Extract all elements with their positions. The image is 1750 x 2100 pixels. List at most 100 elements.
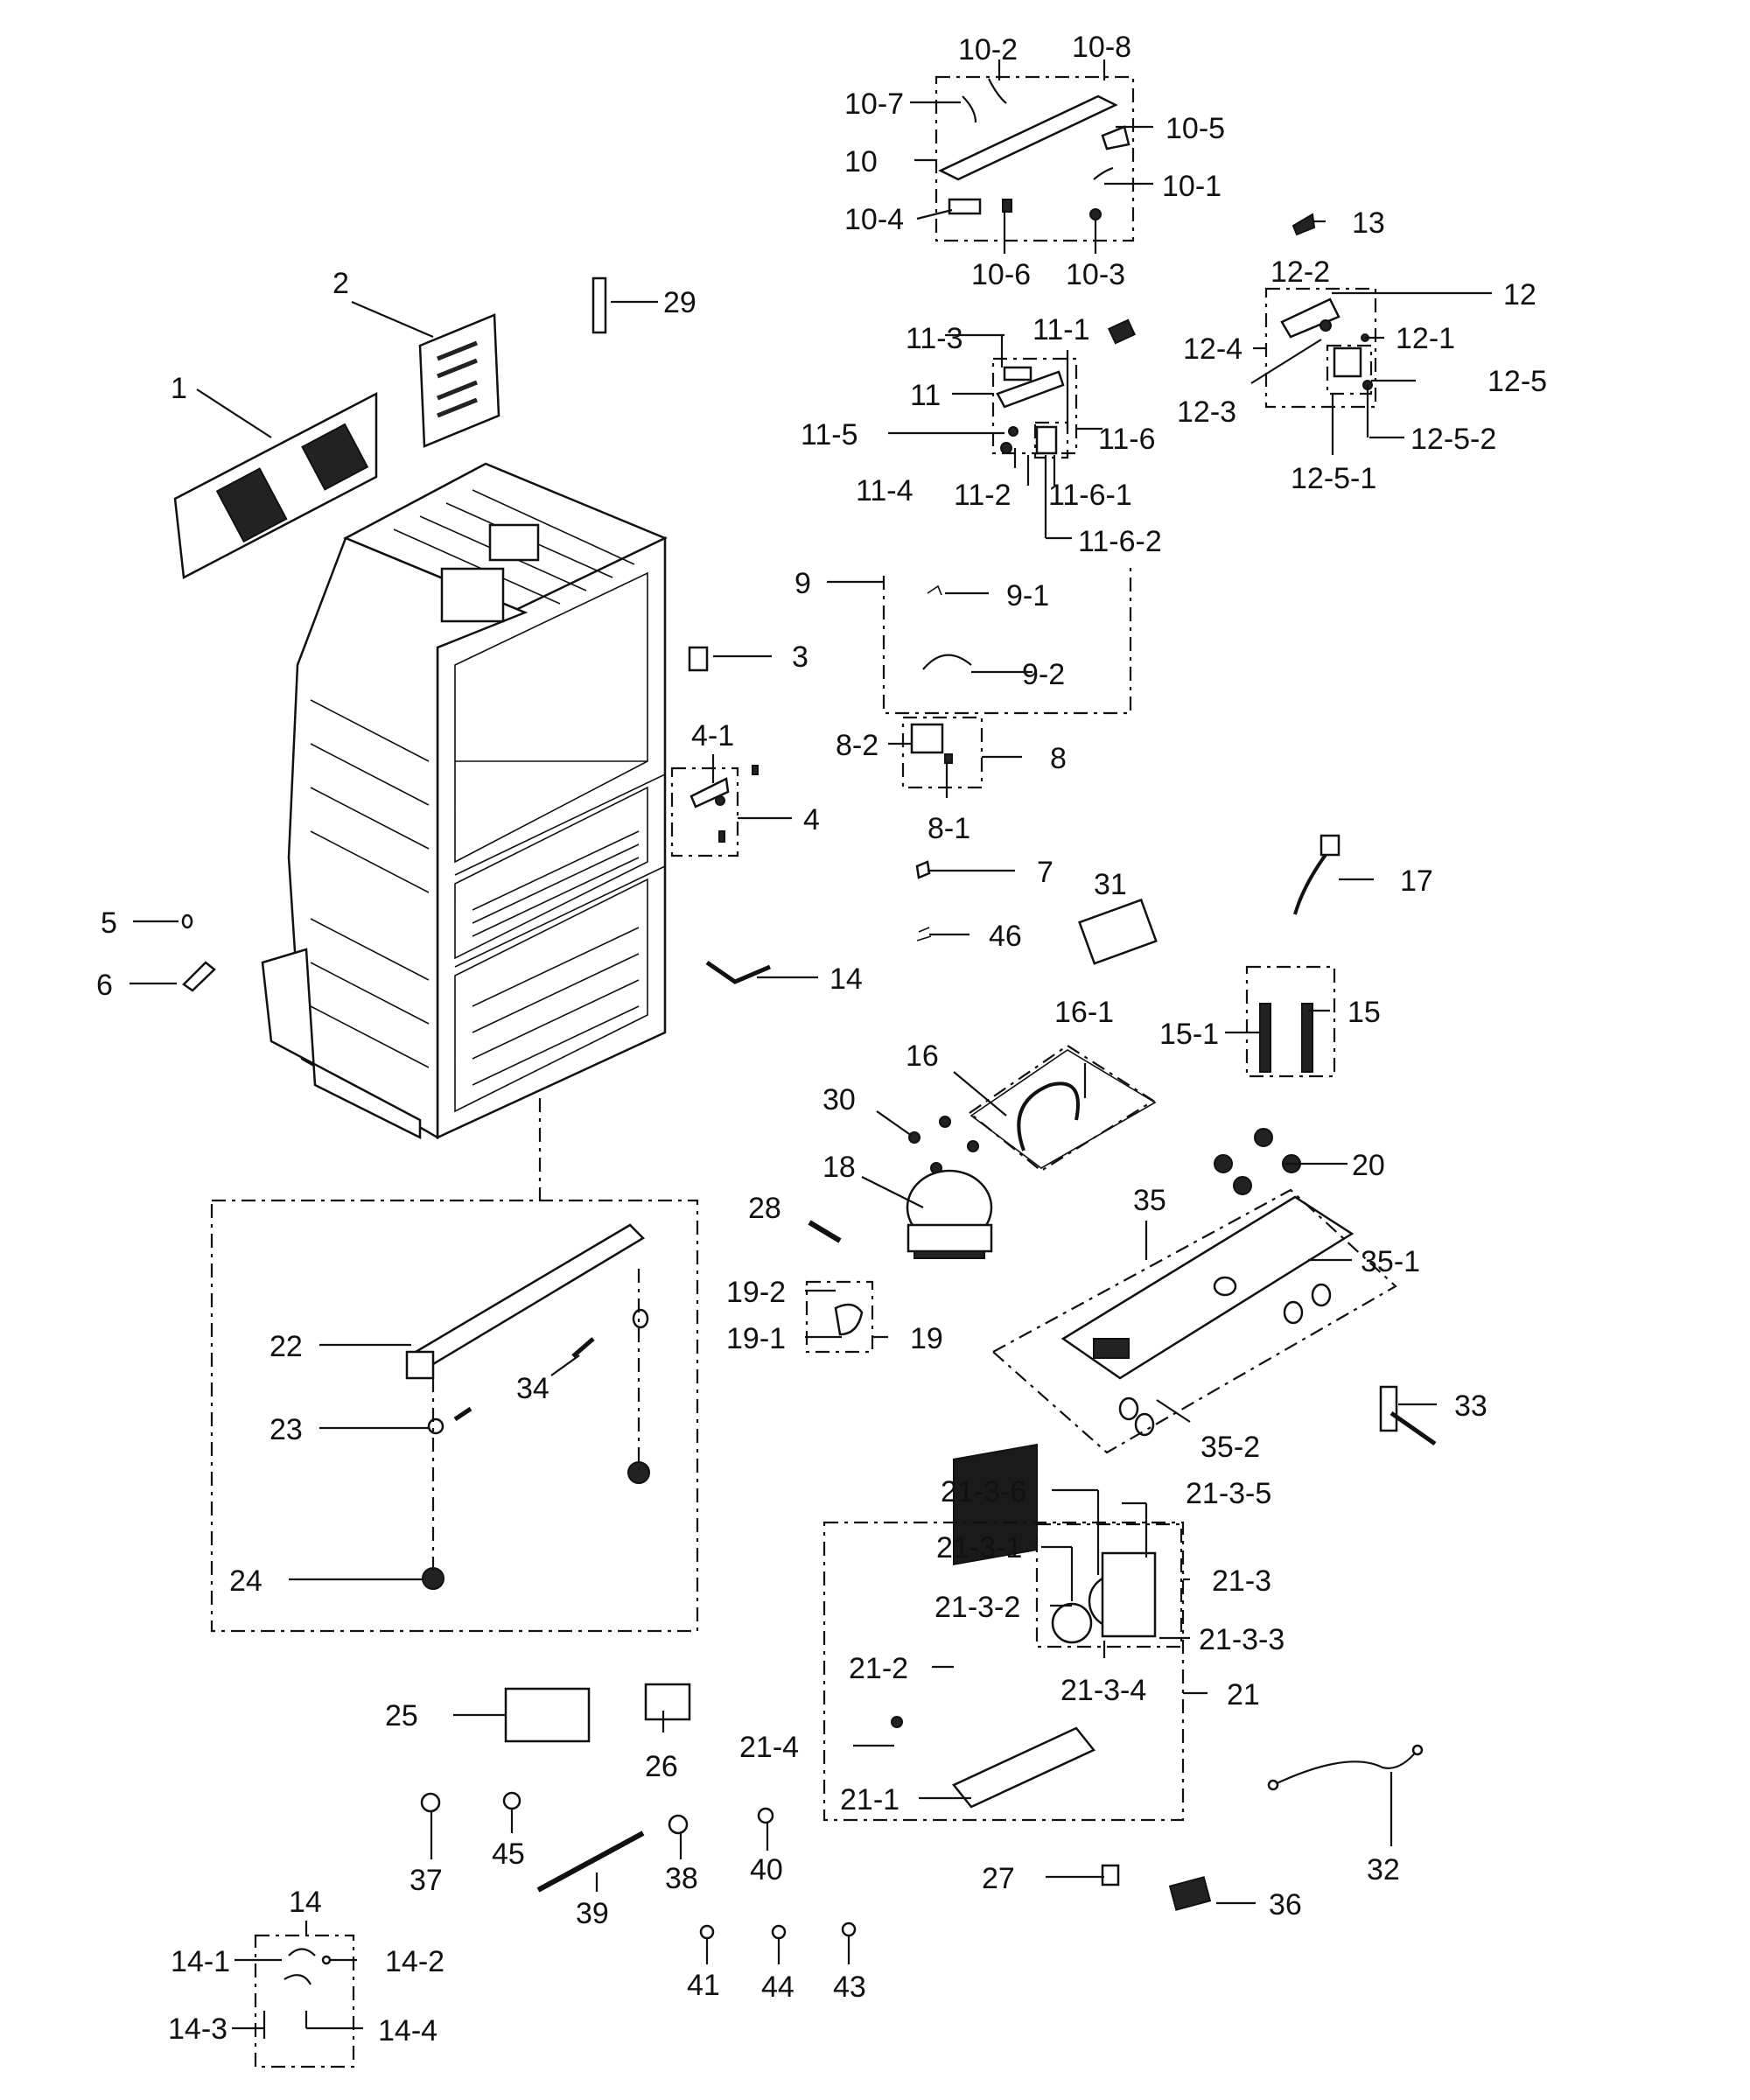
back-cover-panel (173, 391, 378, 579)
label-10-4: 10-4 (844, 203, 904, 236)
fitting-43 (841, 1922, 857, 1937)
condenser-fan-assembly-21 (891, 1443, 1157, 1809)
label-10-7: 10-7 (844, 88, 904, 121)
label-10-1: 10-1 (1162, 170, 1222, 203)
label-12-4: 12-4 (1183, 332, 1242, 366)
wire-harness-32 (1272, 1749, 1418, 1786)
cap-11-1 (1107, 318, 1137, 345)
label-23: 23 (270, 1413, 303, 1446)
label-10: 10 (844, 145, 878, 178)
label-34: 34 (516, 1372, 550, 1405)
box-15 (1245, 965, 1336, 1078)
label-16: 16 (906, 1040, 939, 1073)
cap-5 (181, 914, 193, 929)
label-14-3: 14-3 (168, 2012, 228, 2046)
box-19 (805, 1280, 874, 1354)
clip-7 (915, 860, 931, 879)
label-11-4: 11-4 (856, 474, 914, 508)
label-12-2: 12-2 (1270, 256, 1330, 289)
box-9 (882, 567, 1132, 715)
label-18: 18 (822, 1151, 856, 1184)
label-44: 44 (761, 1970, 794, 2004)
label-21-3-3: 21-3-3 (1199, 1623, 1284, 1656)
label-14-1: 14-1 (171, 1945, 230, 1978)
relay-31 (1078, 898, 1158, 965)
power-cord-17 (1293, 834, 1340, 915)
strip-29 (592, 276, 607, 334)
base-plate-35 (1060, 1195, 1354, 1437)
pcb-26 (644, 1683, 691, 1721)
box-11-6 (1033, 421, 1069, 459)
label-35: 35 (1133, 1184, 1166, 1217)
label-31: 31 (1094, 868, 1127, 901)
label-11-1: 11-1 (1032, 313, 1090, 346)
label-19-2: 19-2 (726, 1276, 786, 1309)
label-21-3-4: 21-3-4 (1060, 1674, 1146, 1707)
clip-4 (752, 765, 759, 775)
label-21-3-6: 21-3-6 (941, 1475, 1026, 1508)
tube-28 (808, 1220, 842, 1243)
fitting-45 (502, 1791, 522, 1810)
tube-14 (705, 960, 771, 984)
label-30: 30 (822, 1083, 856, 1116)
label-41: 41 (687, 1969, 720, 2002)
label-1: 1 (171, 372, 187, 405)
label-21-1: 21-1 (840, 1783, 900, 1816)
bracket-4 (690, 777, 730, 843)
support-bar-22 (405, 1223, 646, 1380)
label-21-3: 21-3 (1212, 1564, 1271, 1598)
box-35 (991, 1188, 1397, 1454)
label-8: 8 (1050, 742, 1067, 775)
label-4-1: 4-1 (691, 719, 734, 752)
label-14-b: 14 (289, 1886, 322, 1919)
fitting-38 (668, 1814, 689, 1835)
label-21: 21 (1227, 1678, 1260, 1712)
wire-9-2 (922, 654, 972, 670)
label-12-5: 12-5 (1488, 365, 1547, 398)
label-16-1: 16-1 (1054, 996, 1114, 1029)
label-8-2: 8-2 (836, 729, 878, 762)
label-9: 9 (794, 567, 811, 600)
label-22: 22 (270, 1330, 303, 1363)
label-35-1: 35-1 (1361, 1245, 1420, 1278)
label-11: 11 (910, 379, 941, 412)
cabinet-assembly (261, 462, 668, 1140)
panel-cover-2 (418, 313, 500, 448)
label-12-1: 12-1 (1396, 322, 1455, 355)
label-6: 6 (96, 969, 113, 1002)
label-7: 7 (1037, 856, 1054, 889)
label-28: 28 (748, 1192, 781, 1225)
box-10 (934, 75, 1135, 242)
hinge-12 (1280, 298, 1373, 390)
cover-3 (688, 646, 709, 672)
box-12-5 (1326, 344, 1373, 396)
label-14-4: 14-4 (378, 2014, 438, 2048)
clamp-14-b (284, 1974, 312, 1985)
label-21-3-2: 21-3-2 (934, 1591, 1020, 1624)
feet-20 (1214, 1128, 1301, 1195)
tube-39 (536, 1830, 645, 1893)
switch-36 (1168, 1876, 1212, 1911)
label-21-3-1: 21-3-1 (936, 1531, 1022, 1564)
label-46: 46 (989, 920, 1022, 953)
pcb-25 (504, 1687, 591, 1743)
label-38: 38 (665, 1862, 698, 1895)
ring-14-2 (321, 1955, 332, 1965)
box-21-3 (1035, 1522, 1183, 1648)
box-21 (822, 1521, 1185, 1822)
label-11-6: 11-6 (1098, 423, 1156, 456)
label-11-6-1: 11-6-1 (1048, 479, 1132, 512)
pin-23 (453, 1406, 472, 1422)
box-22 (210, 1199, 699, 1633)
clamp-14-1 (288, 1948, 316, 1956)
label-35-2: 35-2 (1200, 1431, 1260, 1464)
valve-8 (910, 723, 953, 764)
label-21-2: 21-2 (849, 1652, 908, 1685)
label-3: 3 (792, 640, 808, 674)
hinge-11 (996, 366, 1065, 455)
label-21-4: 21-4 (739, 1731, 799, 1764)
foot-24 (422, 1567, 444, 1590)
label-9-2: 9-2 (1022, 658, 1065, 691)
label-14-2: 14-2 (385, 1945, 444, 1978)
